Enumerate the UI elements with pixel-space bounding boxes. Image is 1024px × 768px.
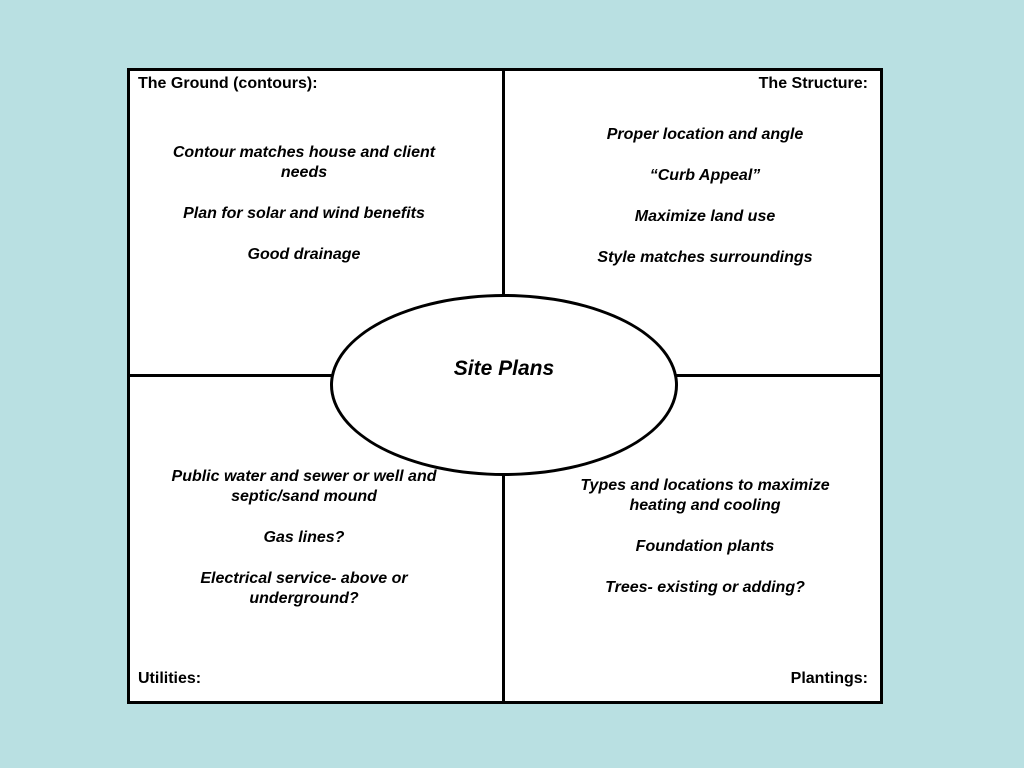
structure-item: “Curb Appeal” [649, 167, 761, 184]
plantings-item: Trees- existing or adding? [605, 579, 805, 596]
ground-item: Good drainage [247, 246, 361, 263]
utilities-items: Public water and sewer or well and septi… [150, 467, 458, 630]
ground-item: Contour matches house and client needs [172, 144, 436, 181]
structure-item: Maximize land use [634, 208, 776, 225]
ground-items: Contour matches house and client needs P… [150, 143, 458, 286]
utilities-label: Utilities: [138, 670, 202, 687]
plantings-item: Foundation plants [635, 538, 775, 555]
center-title: Site Plans [453, 357, 555, 380]
utilities-item: Electrical service- above or underground… [200, 570, 408, 607]
structure-label: The Structure: [758, 75, 868, 92]
plantings-item: Types and locations to maximize heating … [580, 477, 830, 514]
structure-item: Proper location and angle [606, 126, 804, 143]
ground-item: Plan for solar and wind benefits [183, 205, 425, 222]
utilities-item: Public water and sewer or well and septi… [171, 468, 437, 505]
plantings-items: Types and locations to maximize heating … [560, 476, 850, 619]
ground-label: The Ground (contours): [138, 75, 318, 92]
plantings-label: Plantings: [790, 670, 868, 687]
center-ellipse: Site Plans [330, 294, 678, 476]
structure-items: Proper location and angle “Curb Appeal” … [555, 125, 855, 289]
utilities-item: Gas lines? [263, 529, 345, 546]
structure-item: Style matches surroundings [597, 249, 813, 266]
